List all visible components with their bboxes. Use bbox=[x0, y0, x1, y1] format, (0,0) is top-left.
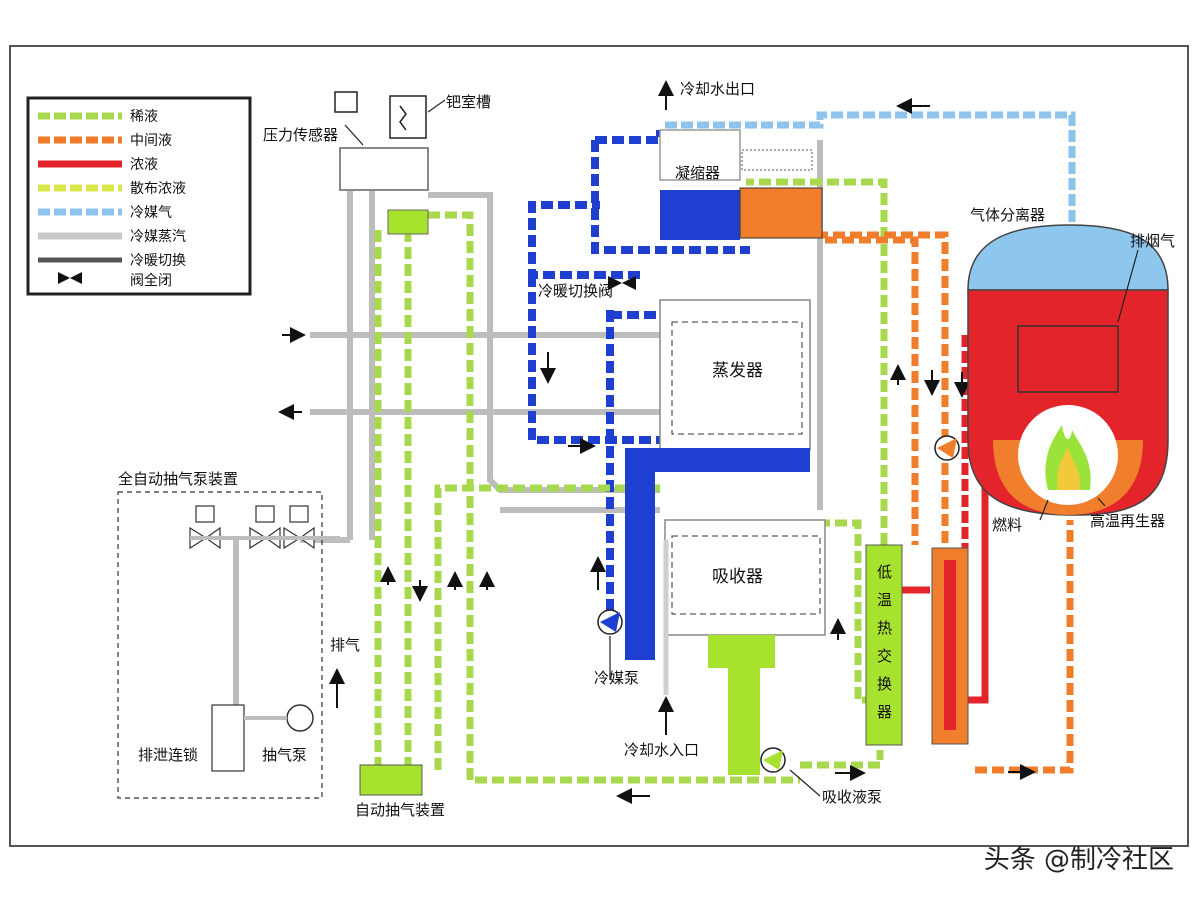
high-temp-hx-core bbox=[944, 560, 956, 730]
purge-tank bbox=[339, 147, 429, 191]
auto-purge-device-box bbox=[359, 764, 423, 796]
label-purge-pump: 抽气泵 bbox=[262, 746, 307, 764]
purge-tank-inner bbox=[387, 209, 429, 235]
svg-text:交: 交 bbox=[877, 647, 892, 665]
label-evaporator: 蒸发器 bbox=[712, 361, 763, 381]
label-pressure-sensor: 压力传感器 bbox=[263, 126, 338, 144]
label-auto-purge-device: 自动抽气装置 bbox=[355, 801, 445, 819]
legend-valve-icon bbox=[58, 272, 82, 284]
generator-window bbox=[1017, 325, 1119, 393]
legend-label-concentrated: 浓液 bbox=[130, 157, 158, 173]
auto-purge-pump-box bbox=[117, 491, 323, 799]
absorbent-pump-impeller bbox=[763, 750, 783, 770]
svg-text:器: 器 bbox=[877, 703, 892, 721]
drain-interlock-box bbox=[211, 704, 245, 772]
label-auto-purge-pump-unit: 全自动抽气泵装置 bbox=[118, 470, 238, 488]
legend-label-intermediate: 中间液 bbox=[130, 133, 172, 149]
condenser-body bbox=[659, 129, 741, 181]
condenser-shell bbox=[660, 190, 740, 240]
label-high-temp-generator: 高温再生器 bbox=[1090, 512, 1165, 530]
legend-label-refrigerant-vapor: 冷媒气 bbox=[130, 205, 172, 221]
label-cooling-water-outlet: 冷却水出口 bbox=[680, 80, 755, 98]
label-absorber: 吸收器 bbox=[712, 567, 763, 587]
evaporator-drop bbox=[625, 448, 655, 660]
svg-text:换: 换 bbox=[877, 675, 892, 693]
purge-pump-icon bbox=[286, 704, 314, 732]
legend-label-switch-valve-2: 阀全闭 bbox=[130, 272, 172, 289]
watermark: 头条 @制冷社区 bbox=[983, 845, 1174, 875]
legend-label-switch-valve: 冷暖切换 bbox=[130, 252, 186, 269]
label-drain-interlock: 排泄连锁 bbox=[138, 746, 198, 764]
absorber-sump bbox=[708, 635, 775, 775]
palladium-chamber-coil bbox=[399, 105, 407, 131]
condenser-heater bbox=[739, 187, 823, 239]
evaporator-tray bbox=[625, 448, 810, 472]
palladium-chamber-box bbox=[389, 95, 427, 139]
leader-lines bbox=[344, 99, 1139, 797]
label-cooling-water-inlet: 冷却水入口 bbox=[624, 741, 699, 759]
label-palladium-chamber: 钯室槽 bbox=[446, 93, 491, 111]
legend-label-distributed: 散布浓液 bbox=[130, 181, 186, 197]
label-exhaust: 排气 bbox=[330, 636, 360, 654]
low-temp-hx-body bbox=[865, 544, 903, 746]
switch-valve-icon bbox=[608, 276, 636, 290]
svg-text:热: 热 bbox=[877, 619, 892, 637]
label-refrigerant-pump: 冷媒泵 bbox=[594, 669, 639, 687]
flame-inner-icon bbox=[1057, 448, 1081, 490]
solution-pump-impeller bbox=[937, 438, 957, 458]
legend-label-refrigerant-steam: 冷媒蒸汽 bbox=[130, 229, 186, 245]
legend: 稀液 中间液 浓液 散布浓液 冷媒气 冷媒蒸汽 冷暖切换 阀全闭 bbox=[26, 96, 252, 296]
gas-separator-dome bbox=[967, 224, 1169, 291]
label-switch-valve: 冷暖切换阀 bbox=[538, 282, 613, 300]
pressure-sensor-box bbox=[334, 91, 358, 113]
condenser-tubes bbox=[741, 149, 813, 171]
label-gas-separator: 气体分离器 bbox=[970, 206, 1045, 224]
svg-text:低: 低 bbox=[877, 563, 892, 581]
legend-label-dilute: 稀液 bbox=[130, 109, 158, 125]
refrigerant-pump-impeller bbox=[600, 612, 620, 632]
svg-text:温: 温 bbox=[877, 591, 892, 609]
label-absorbent-pump: 吸收液泵 bbox=[822, 788, 882, 806]
absorber-inner bbox=[671, 535, 821, 615]
evaporator-inner bbox=[671, 321, 803, 435]
label-fuel: 燃料 bbox=[992, 516, 1022, 534]
label-condenser: 凝缩器 bbox=[675, 164, 720, 182]
label-low-temp-hx: 低 温 热 交 换 器 bbox=[877, 563, 892, 721]
label-flue-gas: 排烟气 bbox=[1130, 232, 1175, 250]
